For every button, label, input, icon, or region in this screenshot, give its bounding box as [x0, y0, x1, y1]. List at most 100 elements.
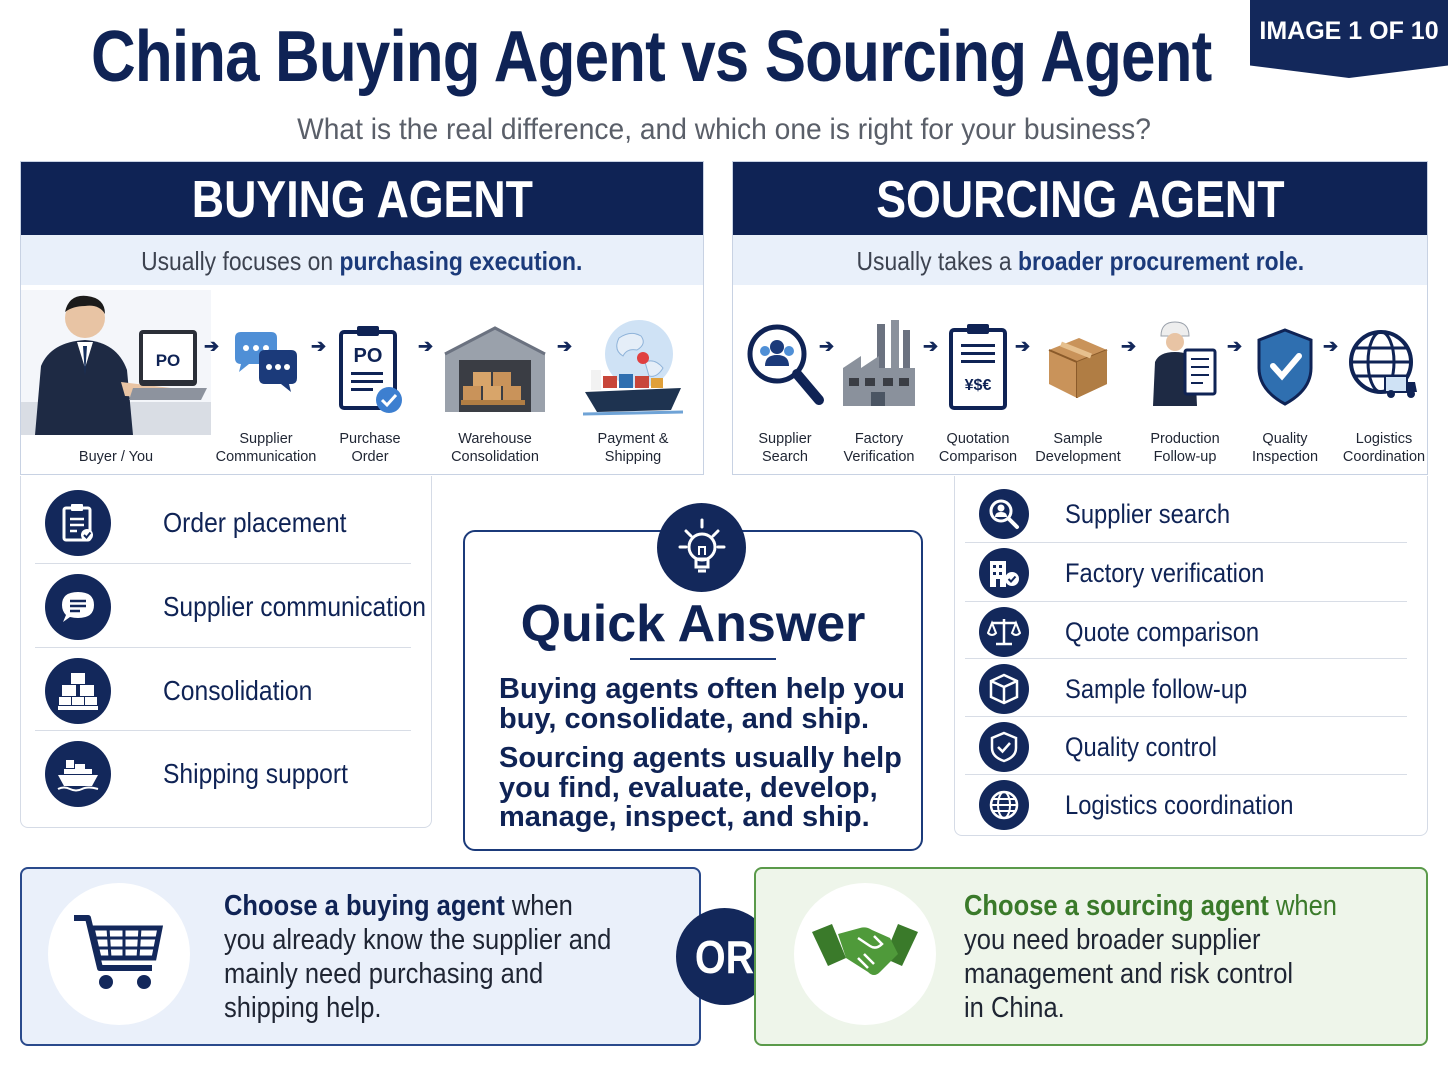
quick-answer-sourcing: Sourcing agents usually help you find, e…	[499, 742, 902, 833]
step-warehouse-consolidation: Warehouse Consolidation	[443, 290, 547, 465]
step-quotation-comparison: ¥$€ Quotation Comparison	[939, 290, 1017, 465]
buyer-laptop-icon: PO	[21, 290, 211, 435]
buying-agent-services-list: Order placement Supplier communication C…	[20, 476, 432, 828]
arrow-right-icon: ➔	[1015, 336, 1031, 356]
step-label: Buyer / You	[78, 449, 154, 465]
globe-truck-icon	[1349, 330, 1417, 398]
list-item: Supplier search	[979, 489, 1253, 539]
quotation-doc-icon: ¥$€	[949, 324, 1007, 410]
step-supplier-communication: Supplier Communication	[216, 290, 316, 465]
list-item-label: Consolidation	[163, 675, 313, 706]
warehouse-icon	[444, 326, 546, 412]
buying-agent-tagline: Usually focuses on purchasing execution.	[21, 235, 703, 285]
globe-icon	[979, 780, 1029, 830]
arrow-right-icon: ➔	[1227, 336, 1243, 356]
lightbulb-icon	[657, 503, 746, 592]
pallet-boxes-icon	[45, 658, 111, 724]
sourcing-agent-panel: SOURCING AGENT Usually takes a broader p…	[732, 161, 1428, 475]
step-purchase-order: PO Purchase Order	[337, 290, 403, 465]
list-item-label: Quote comparison	[1065, 616, 1260, 647]
sourcing-process-flow: Supplier Search ➔ Factory Verification ➔…	[733, 290, 1427, 470]
divider	[35, 647, 411, 648]
list-item: Supplier communication	[45, 574, 462, 640]
handshake-icon	[794, 883, 936, 1025]
list-item: Consolidation	[45, 658, 333, 724]
step-logistics-coordination: Logistics Coordination	[1343, 290, 1425, 465]
list-item-label: Logistics coordination	[1065, 789, 1294, 820]
choose-buying-agent-card: Choose a buying agent when you already k…	[20, 867, 701, 1046]
step-factory-verification: Factory Verification	[841, 290, 917, 465]
image-counter-badge: IMAGE 1 OF 10	[1250, 0, 1448, 78]
step-label: Logistics Coordination	[1342, 431, 1426, 465]
box-icon	[1048, 338, 1108, 398]
choose-buying-agent-text: Choose a buying agent when you already k…	[224, 890, 612, 1024]
sourcing-agent-services-list: Supplier search Factory verification Quo…	[954, 476, 1428, 836]
arrow-right-icon: ➔	[418, 336, 434, 356]
step-label: Quotation Comparison	[938, 431, 1018, 465]
arrow-right-icon: ➔	[204, 336, 220, 356]
arrow-right-icon: ➔	[819, 336, 835, 356]
step-quality-inspection: Quality Inspection	[1252, 290, 1318, 465]
worker-clipboard-icon	[1153, 321, 1217, 406]
divider	[35, 563, 411, 564]
step-label: Supplier Search	[758, 431, 812, 465]
buying-process-flow: PO Buyer / You ➔ Supplier Communication …	[21, 290, 703, 470]
list-item-label: Supplier communication	[163, 591, 426, 622]
step-label: Payment & Shipping	[597, 431, 669, 465]
po-label: PO	[156, 351, 181, 370]
arrow-right-icon: ➔	[557, 336, 573, 356]
cube-icon	[979, 664, 1029, 714]
arrow-right-icon: ➔	[1121, 336, 1137, 356]
factory-check-icon	[979, 548, 1029, 598]
ship-icon	[45, 741, 111, 807]
step-buyer: PO Buyer / You	[21, 290, 211, 465]
cargo-ship-globe-icon	[582, 320, 684, 416]
divider	[35, 730, 411, 731]
buying-agent-heading: BUYING AGENT	[21, 162, 703, 235]
divider	[965, 716, 1407, 717]
divider	[965, 774, 1407, 775]
purchase-order-icon: PO	[339, 326, 402, 413]
arrow-right-icon: ➔	[1323, 336, 1339, 356]
list-item-label: Sample follow-up	[1065, 673, 1248, 704]
arrow-right-icon: ➔	[311, 336, 327, 356]
list-item: Quote comparison	[979, 607, 1286, 657]
list-item-label: Order placement	[163, 507, 347, 538]
step-supplier-search: Supplier Search	[745, 290, 825, 465]
list-item-label: Factory verification	[1065, 557, 1265, 588]
list-item-label: Shipping support	[163, 758, 348, 789]
search-person-icon	[979, 489, 1029, 539]
step-label: Production Follow-up	[1150, 431, 1220, 465]
list-item: Order placement	[45, 490, 372, 556]
choose-sourcing-agent-text: Choose a sourcing agent when you need br…	[964, 890, 1337, 1024]
page-subtitle: What is the real difference, and which o…	[297, 113, 1151, 146]
arrow-right-icon: ➔	[923, 336, 939, 356]
divider	[965, 601, 1407, 602]
buying-agent-panel: BUYING AGENT Usually focuses on purchasi…	[20, 161, 704, 475]
shopping-cart-icon	[48, 883, 190, 1025]
scales-icon	[979, 607, 1029, 657]
currency-label: ¥$€	[965, 377, 992, 394]
step-payment-shipping: Payment & Shipping	[582, 290, 684, 465]
quick-answer-title: Quick Answer	[520, 595, 866, 653]
sourcing-agent-heading: SOURCING AGENT	[733, 162, 1427, 235]
chat-icon	[45, 574, 111, 640]
step-label: Factory Verification	[843, 431, 915, 465]
list-item: Shipping support	[45, 741, 373, 807]
choose-sourcing-agent-card: Choose a sourcing agent when you need br…	[754, 867, 1428, 1046]
page-title: China Buying Agent vs Sourcing Agent	[91, 17, 1212, 97]
chat-bubbles-icon	[235, 332, 297, 392]
list-item: Factory verification	[979, 548, 1292, 598]
clipboard-check-icon	[45, 490, 111, 556]
step-label: Supplier Communication	[215, 431, 317, 465]
shield-icon	[979, 722, 1029, 772]
divider	[965, 658, 1407, 659]
list-item: Sample follow-up	[979, 664, 1272, 714]
step-label: Sample Development	[1035, 431, 1121, 465]
step-label: Quality Inspection	[1251, 431, 1319, 465]
step-sample-development: Sample Development	[1035, 290, 1121, 465]
list-item: Quality control	[979, 722, 1238, 772]
step-label: Purchase Order	[339, 431, 401, 465]
magnifier-people-icon	[747, 324, 824, 405]
divider	[630, 658, 776, 660]
